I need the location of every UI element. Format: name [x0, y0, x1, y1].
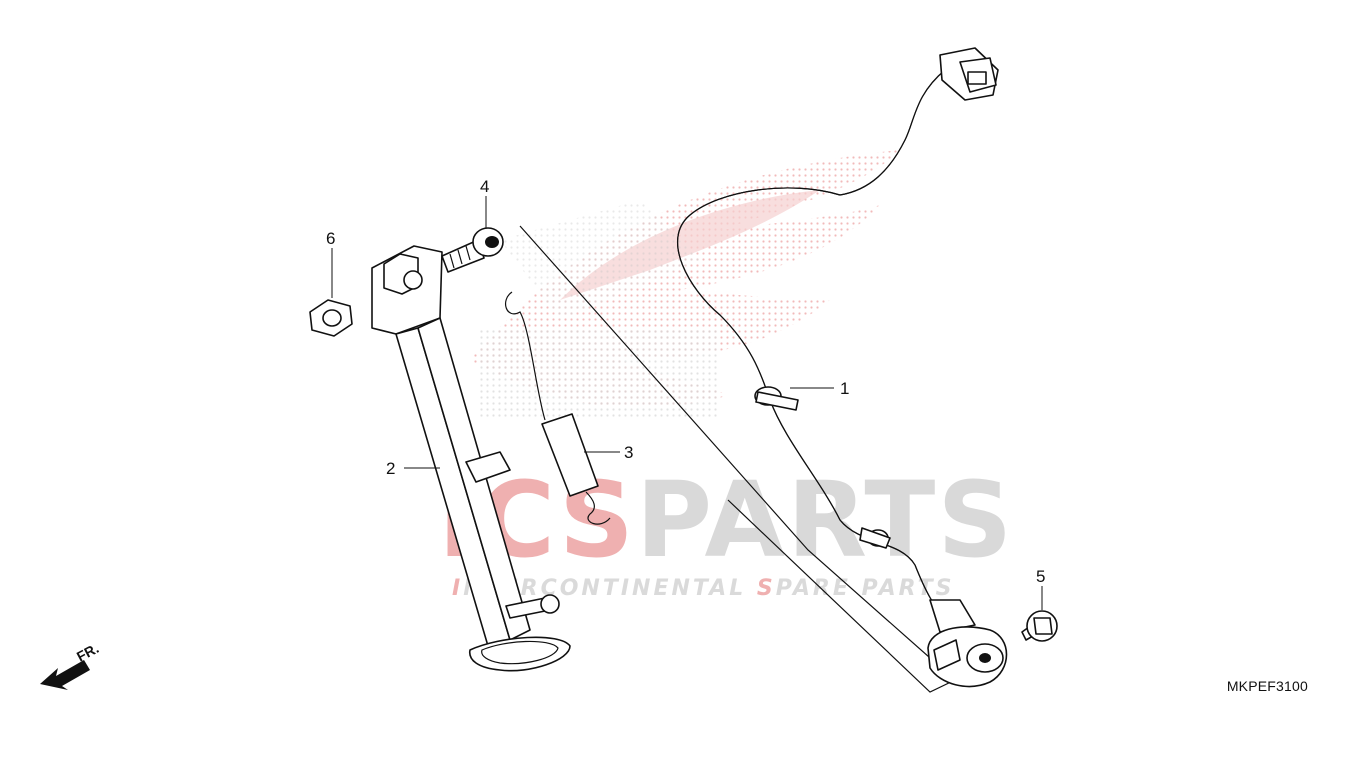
- front-arrow-icon: [40, 660, 90, 690]
- side-stand-switch: [677, 47, 1008, 688]
- front-direction-indicator: FR.: [40, 640, 101, 690]
- svg-text:ICSPARTS: ICSPARTS: [438, 459, 1014, 581]
- connector-plug: [939, 47, 999, 101]
- watermark-tagline-3: S: [757, 576, 776, 601]
- svg-text:5: 5: [1036, 567, 1045, 586]
- svg-text:1: 1: [840, 379, 849, 398]
- callout-1: 1: [790, 379, 849, 398]
- switch-bolt: [1021, 610, 1058, 642]
- svg-text:4: 4: [480, 177, 489, 196]
- pivot-bolt: [441, 227, 504, 273]
- svg-text:6: 6: [326, 229, 335, 248]
- watermark-wing-logo: [470, 150, 900, 420]
- watermark-tagline-4: PARE PARTS: [776, 576, 955, 601]
- front-direction-label: FR.: [74, 640, 101, 665]
- callout-6: 6: [326, 229, 335, 298]
- pivot-nut: [309, 299, 353, 337]
- watermark-brand-suffix: PARTS: [636, 459, 1014, 581]
- wire-clamp-lower: [859, 527, 891, 549]
- stand-spring: [504, 291, 611, 525]
- callout-5: 5: [1036, 567, 1045, 610]
- diagram-code: MKPEF3100: [1226, 678, 1308, 694]
- svg-text:INTERCONTINENTAL SPARE PARTS: INTERCONTINENTAL SPARE PARTS: [452, 576, 954, 601]
- wire-clamp-upper: [754, 386, 799, 411]
- svg-text:3: 3: [624, 443, 633, 462]
- watermark-tagline-1: I: [452, 576, 463, 601]
- watermark-text: ICSPARTS INTERCONTINENTAL SPARE PARTS: [438, 459, 1014, 601]
- switch-body: [927, 599, 1008, 688]
- callout-3: 3: [584, 443, 633, 462]
- svg-text:2: 2: [386, 459, 395, 478]
- callout-2: 2: [386, 459, 440, 478]
- callout-4: 4: [480, 177, 489, 228]
- side-stand: [371, 245, 571, 672]
